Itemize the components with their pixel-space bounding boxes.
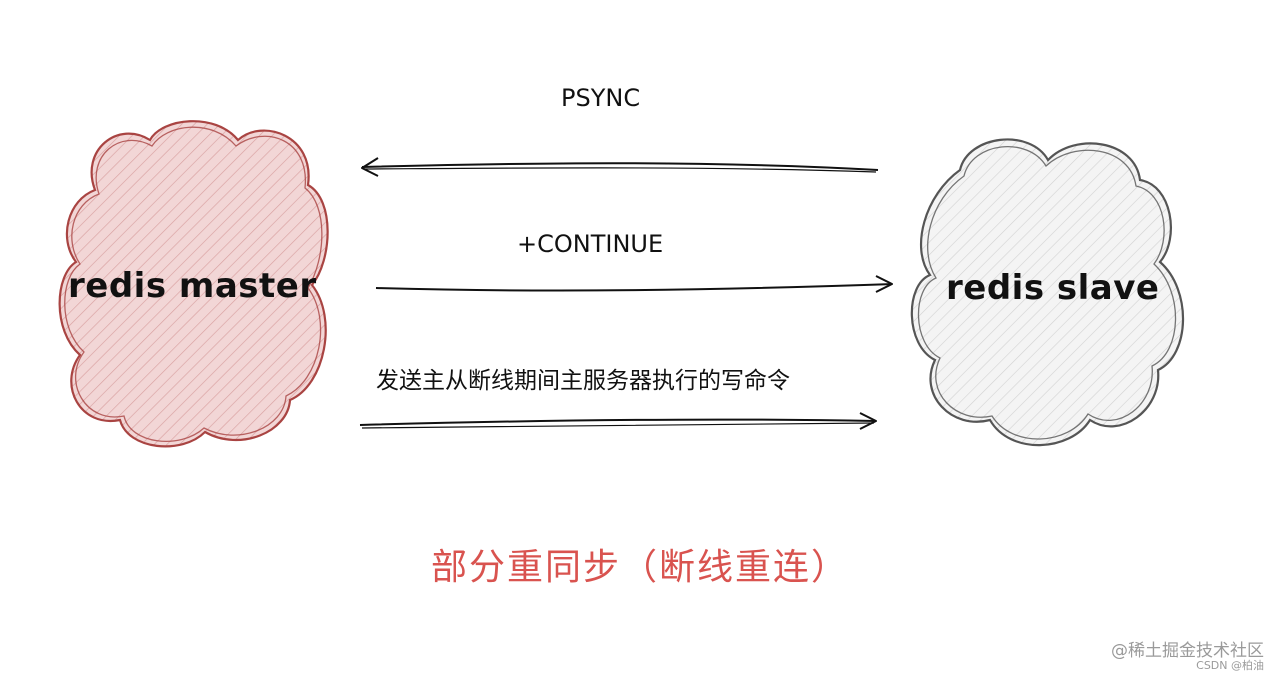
watermark-csdn: CSDN @柏油 (1196, 659, 1264, 672)
master-hatch (59, 121, 328, 447)
continue-arrow (375, 275, 893, 293)
redis-slave-label: redis slave (946, 268, 1160, 308)
redis-master-cloud-outline-sketch (64, 126, 323, 442)
watermark-juejin: @稀土掘金技术社区 (1111, 641, 1264, 661)
psync-arrowhead (361, 157, 379, 177)
write-commands-edge-label: 发送主从断线期间主服务器执行的写命令 (376, 368, 790, 394)
continue-arrow-shaft (375, 283, 893, 292)
continue-edge-label: +CONTINUE (517, 230, 664, 258)
redis-slave-cloud-outline (910, 138, 1185, 447)
write-commands-arrow-shaft (359, 418, 877, 426)
psync-arrow (361, 157, 879, 177)
write-commands-arrowhead (859, 412, 877, 430)
redis-master-cloud-outline (58, 120, 329, 448)
write-commands-arrow (359, 412, 877, 430)
write-commands-arrow-shaft-sketch (361, 422, 875, 429)
redis-slave-node (910, 138, 1185, 447)
continue-arrowhead (875, 275, 893, 293)
psync-arrow-shaft (361, 162, 879, 171)
psync-edge-label: PSYNC (561, 84, 641, 112)
redis-master-node (58, 120, 329, 448)
diagram-title: 部分重同步（断线重连） (430, 547, 849, 588)
redis-master-label: redis master (68, 266, 317, 306)
slave-hatch (911, 139, 1184, 446)
psync-arrow-shaft-sketch (363, 167, 877, 173)
redis-slave-cloud-outline-sketch (917, 146, 1177, 440)
